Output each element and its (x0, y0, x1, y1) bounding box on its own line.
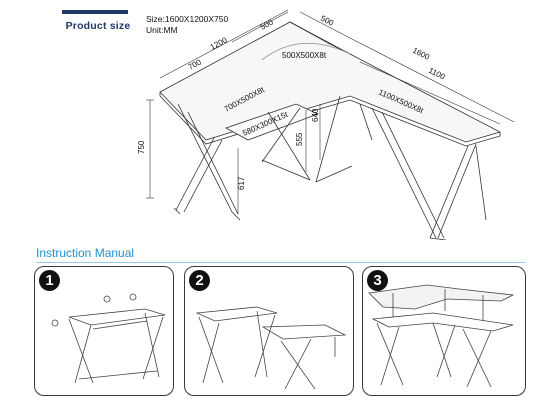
step-3-panel: 3 (362, 266, 526, 396)
dim-left-short: 700 (187, 57, 203, 71)
dim-tray-depth: 555 (295, 132, 304, 146)
manual-title: Instruction Manual (36, 246, 135, 260)
dim-tray-width: 640 (311, 108, 320, 122)
dim-right-long: 1600 (411, 46, 431, 62)
dim-top-left: 500 (259, 17, 275, 31)
size-spec: Size:1600X1200X750 (146, 14, 229, 24)
desk-dimension-diagram: 500 500 1200 700 1600 1100 500X500X8t 70… (137, 9, 515, 240)
manual-divider (36, 262, 526, 263)
unit-spec: Unit:MM (146, 25, 178, 35)
dim-top-right: 500 (319, 14, 335, 28)
step-1-illustration (51, 293, 166, 384)
step-2-panel: 2 (184, 266, 354, 396)
product-size-label: Product size (65, 20, 131, 32)
step-2-illustration (195, 306, 347, 390)
dim-center-panel: 500X500X8t (282, 51, 327, 60)
step-1-panel: 1 (34, 266, 174, 396)
step-3-badge: 3 (367, 270, 388, 291)
dim-right-short: 1100 (427, 66, 447, 82)
dim-height-total: 750 (137, 140, 146, 154)
step-1-badge: 1 (39, 270, 60, 291)
product-specs: Size:1600X1200X750 Unit:MM (146, 14, 228, 36)
dim-height-leg: 617 (237, 176, 246, 190)
header-bar (62, 10, 128, 14)
dim-left-long: 1200 (209, 35, 229, 52)
step-2-badge: 2 (189, 270, 210, 291)
step-3-illustration (368, 284, 515, 388)
product-size-header: Product size (58, 10, 138, 32)
